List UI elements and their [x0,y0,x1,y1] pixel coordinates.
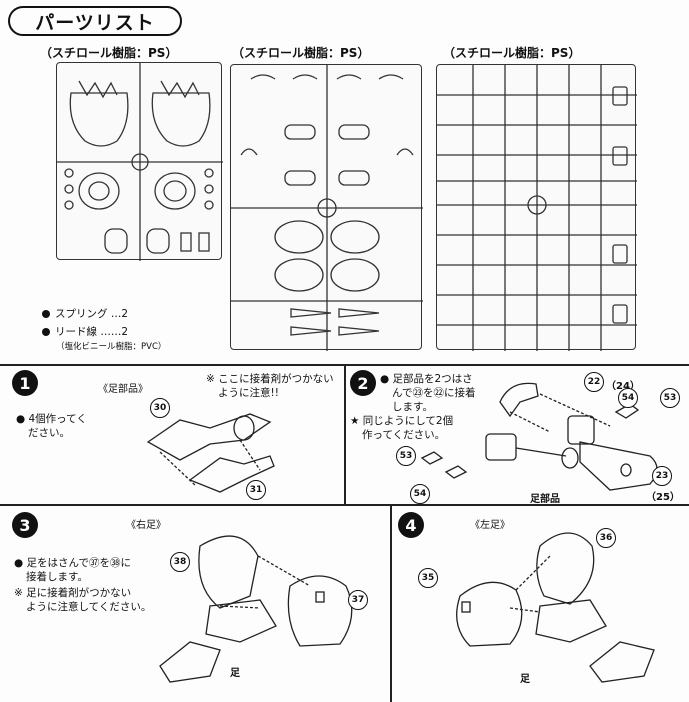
step-3-text-line3: ※ 足に接着剤がつかない [14,587,132,599]
part-54-callout-left: 54 [410,484,430,504]
step-3-text-line4: ように注意してください。 [26,601,152,613]
right-runner-parts [437,65,637,351]
lead-wire-text: リード線 ……2 [55,326,129,338]
parts-list-title: パーツリスト [8,6,182,36]
step-4-number: 4 [398,512,424,538]
part-53-callout-left: 53 [396,446,416,466]
lead-wire-note: リード線 ……2 [42,324,128,339]
left-runner-parts [57,63,223,261]
foot-label-right: 足 [230,668,240,679]
foot-label-left: 足 [520,674,530,685]
part-38-callout: 38 [170,552,190,572]
step-1-text-line2: ださい。 [28,427,70,439]
step-1-text-line1: ● 4個作ってく [16,413,87,425]
mid-runner-frame [230,64,423,351]
step-1-caption: 《足部品》 [98,384,148,395]
spring-text: スプリング …2 [55,308,129,320]
step-1-warning-line1: ※ ここに接着剤がつかない [206,373,334,385]
part-23-callout: 23 [652,466,672,486]
step-3-text-line1: ● 足をはさんで㊲を㊳に [14,557,131,569]
mid-runner-label: （スチロール樹脂：PS） [232,46,370,60]
part-22-callout: 22 [584,372,604,392]
right-runner-label: （スチロール樹脂：PS） [443,46,581,60]
step-4-caption: 《左足》 [470,520,510,531]
step-2-leg-assembly-drawing [420,382,658,491]
part-31-callout: 31 [246,480,266,500]
left-runner-label: （スチロール樹脂：PS） [40,46,178,60]
step-3-caption: 《右足》 [126,520,166,531]
step-2-text-line3: します。 [392,401,433,413]
step-2-text-line4: ★ 同じようにして2個 [350,415,454,427]
step-1-warning-line2: ように注意!! [218,387,279,399]
assembly-label: 足部品 [530,494,560,505]
step-2-number: 2 [350,370,376,396]
bullet-icon [42,310,50,318]
part-25-label: （25） [646,492,680,503]
lead-wire-material: （塩化ビニール樹脂：PVC） [56,342,167,352]
step-3-right-foot-drawing [159,535,353,683]
step-3-text-line2: 接着します。 [26,571,88,583]
step-1-number: 1 [12,370,38,396]
section-divider [0,504,689,506]
step-2-text-line5: 作ってください。 [362,429,446,441]
right-runner-frame [436,64,637,351]
part-53-callout-right: 53 [660,388,680,408]
bullet-icon [42,328,50,336]
step-2-text-line2: んで㉓を㉒に接着 [392,387,476,399]
section-divider [344,364,346,504]
part-30-callout: 30 [150,398,170,418]
mid-runner-parts [231,65,423,351]
step-1-foot-parts-drawing [146,413,275,493]
step-3-number: 3 [12,512,38,538]
spring-note: スプリング …2 [42,306,128,321]
left-runner-frame [56,62,223,261]
part-24-label: （24） [606,381,640,392]
part-35-callout: 35 [418,568,438,588]
step-2-text-line1: ● 足部品を2つはさ [380,373,473,385]
part-37-callout: 37 [348,590,368,610]
section-divider [390,504,392,702]
step-4-left-foot-drawing [456,532,655,683]
part-54-callout-right: 54 [618,388,638,408]
part-36-callout: 36 [596,528,616,548]
